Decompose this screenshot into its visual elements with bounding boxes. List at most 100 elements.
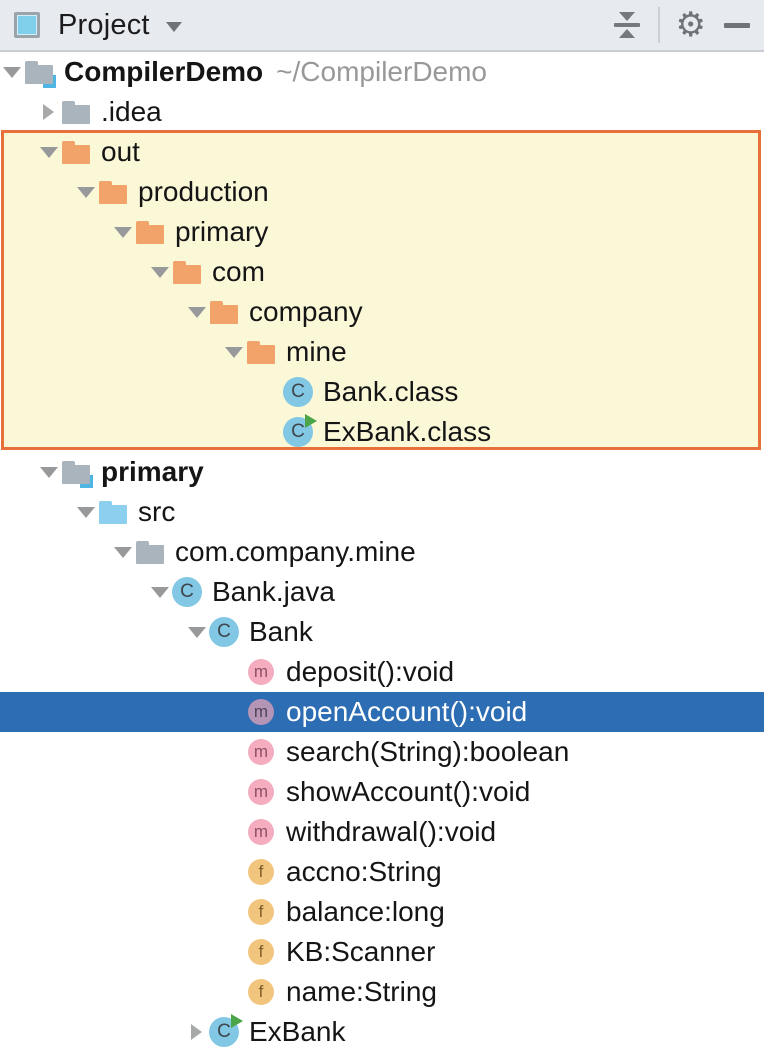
- node-label: com.company.mine: [175, 536, 416, 567]
- toolbar-separator: [657, 7, 660, 43]
- tree-row-mine[interactable]: mine: [0, 332, 764, 372]
- tree-row-com[interactable]: com: [0, 252, 764, 292]
- chevron-down-icon[interactable]: [185, 292, 209, 332]
- settings-gear-icon[interactable]: ⚙: [675, 5, 706, 45]
- chevron-slot: [222, 732, 246, 772]
- method-icon: [246, 817, 276, 847]
- hide-panel-icon[interactable]: [724, 22, 750, 28]
- compiled-output-highlight-box: [1, 130, 761, 450]
- tree-row-primary[interactable]: primary: [0, 212, 764, 252]
- chevron-down-icon[interactable]: [74, 172, 98, 212]
- folder-blue-icon: [98, 497, 128, 527]
- chevron-slot: [222, 812, 246, 852]
- project-tree: CompilerDemo ~/CompilerDemo .idea out pr…: [0, 52, 764, 1054]
- collapse-all-icon[interactable]: [613, 12, 640, 38]
- field-icon: [246, 897, 276, 927]
- tree-row-kb-scanner[interactable]: KB:Scanner: [0, 932, 764, 972]
- tree-row-company[interactable]: company: [0, 292, 764, 332]
- class-icon: [172, 577, 202, 607]
- node-label: search(String):boolean: [286, 736, 570, 767]
- chevron-down-icon[interactable]: [37, 452, 61, 492]
- tree-row-idea[interactable]: .idea: [0, 92, 764, 132]
- node-label: openAccount():void: [286, 696, 528, 727]
- chevron-slot: [222, 692, 246, 732]
- module-icon: [24, 57, 56, 88]
- node-label: CompilerDemo: [64, 56, 264, 87]
- tree-row-compilerdemo[interactable]: CompilerDemo ~/CompilerDemo: [0, 52, 764, 92]
- module-icon: [61, 457, 93, 488]
- node-label: showAccount():void: [286, 776, 531, 807]
- tool-window-title[interactable]: Project: [58, 8, 150, 41]
- tree-row-bank-class[interactable]: Bank.class: [0, 372, 764, 412]
- tree-row-showaccount-void[interactable]: showAccount():void: [0, 772, 764, 812]
- field-icon: [246, 977, 276, 1007]
- node-label: Bank.java: [212, 576, 335, 607]
- chevron-right-icon[interactable]: [37, 92, 61, 132]
- chevron-slot: [222, 972, 246, 1012]
- tree-row-withdrawal-void[interactable]: withdrawal():void: [0, 812, 764, 852]
- node-label: KB:Scanner: [286, 936, 436, 967]
- chevron-slot: [222, 932, 246, 972]
- chevron-down-icon[interactable]: [222, 332, 246, 372]
- node-label: name:String: [286, 976, 437, 1007]
- chevron-down-icon[interactable]: [0, 52, 24, 92]
- tree-row-search-string-boolean[interactable]: search(String):boolean: [0, 732, 764, 772]
- tree-row-exbank-class[interactable]: ExBank.class: [0, 412, 764, 452]
- class-icon: [209, 617, 239, 647]
- node-label: deposit():void: [286, 656, 455, 687]
- method-icon: [246, 737, 276, 767]
- node-label: Bank.class: [323, 376, 459, 407]
- tree-row-openaccount-void[interactable]: openAccount():void: [0, 692, 764, 732]
- chevron-down-icon[interactable]: [185, 612, 209, 652]
- chevron-slot: [259, 372, 283, 412]
- tree-row-out[interactable]: out: [0, 132, 764, 172]
- class-icon: [283, 377, 313, 407]
- chevron-down-icon[interactable]: [165, 21, 182, 32]
- toolbar-right: ⚙: [613, 5, 750, 45]
- tree-row-bank-java[interactable]: Bank.java: [0, 572, 764, 612]
- node-label: out: [101, 136, 140, 167]
- tree-row-src[interactable]: src: [0, 492, 764, 532]
- node-label: primary: [175, 216, 269, 247]
- tree-row-primary[interactable]: primary: [0, 452, 764, 492]
- tree-row-production[interactable]: production: [0, 172, 764, 212]
- node-label: src: [138, 496, 176, 527]
- chevron-slot: [222, 892, 246, 932]
- folder-gray-icon: [61, 97, 91, 127]
- node-label: accno:String: [286, 856, 442, 887]
- tree-row-com-company-mine[interactable]: com.company.mine: [0, 532, 764, 572]
- method-icon: [246, 657, 276, 687]
- method-icon: [246, 697, 276, 727]
- chevron-down-icon[interactable]: [148, 252, 172, 292]
- package-icon: [135, 537, 165, 567]
- class-run-icon: [209, 1014, 243, 1047]
- project-toolbar: Project ⚙: [0, 0, 764, 52]
- node-label: company: [249, 296, 363, 327]
- chevron-down-icon[interactable]: [148, 572, 172, 612]
- node-label: ExBank: [249, 1016, 346, 1047]
- tree-row-exbank[interactable]: ExBank: [0, 1012, 764, 1052]
- project-tool-window-icon: [14, 12, 40, 38]
- folder-orange-icon: [246, 337, 276, 367]
- chevron-down-icon[interactable]: [74, 492, 98, 532]
- chevron-slot: [222, 652, 246, 692]
- chevron-down-icon[interactable]: [111, 212, 135, 252]
- tree-row-deposit-void[interactable]: deposit():void: [0, 652, 764, 692]
- node-label: .idea: [101, 96, 162, 127]
- field-icon: [246, 857, 276, 887]
- chevron-down-icon[interactable]: [111, 532, 135, 572]
- chevron-slot: [222, 772, 246, 812]
- node-label: Bank: [249, 616, 313, 647]
- node-label: ExBank.class: [323, 416, 492, 447]
- tree-row-name-string[interactable]: name:String: [0, 972, 764, 1012]
- node-label: com: [212, 256, 265, 287]
- chevron-down-icon[interactable]: [37, 132, 61, 172]
- node-label: balance:long: [286, 896, 445, 927]
- tree-row-balance-long[interactable]: balance:long: [0, 892, 764, 932]
- chevron-right-icon[interactable]: [185, 1012, 209, 1052]
- tree-row-accno-string[interactable]: accno:String: [0, 852, 764, 892]
- tree-row-bank[interactable]: Bank: [0, 612, 764, 652]
- toolbar-left: Project: [14, 9, 182, 42]
- folder-orange-icon: [61, 137, 91, 167]
